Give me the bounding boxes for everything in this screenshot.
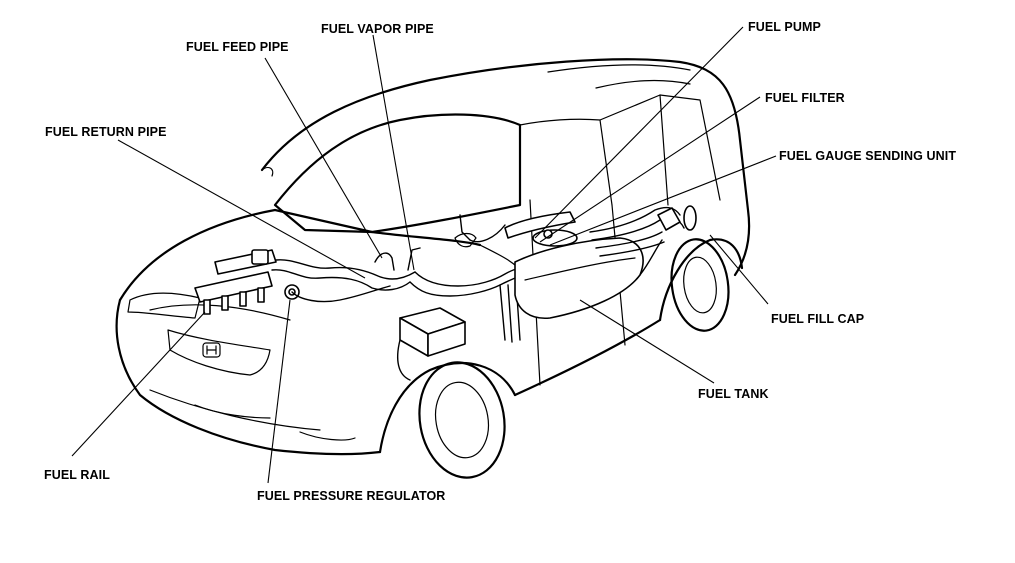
label-fuel-gauge-sending-unit: FUEL GAUGE SENDING UNIT xyxy=(779,149,956,163)
fuel-tank-part xyxy=(504,211,644,320)
callout-labels: FUEL FEED PIPE FUEL VAPOR PIPE FUEL PUMP… xyxy=(44,20,956,503)
fuel-rail-assembly xyxy=(194,249,277,315)
label-fuel-filter: FUEL FILTER xyxy=(765,91,845,105)
leader-lines xyxy=(71,26,777,484)
label-fuel-pressure-regulator: FUEL PRESSURE REGULATOR xyxy=(257,489,445,503)
fuel-fill-cap-part xyxy=(657,205,697,231)
label-fuel-rail: FUEL RAIL xyxy=(44,468,110,482)
label-fuel-return-pipe: FUEL RETURN PIPE xyxy=(45,125,167,139)
evap-canister xyxy=(399,307,466,357)
label-fuel-pump: FUEL PUMP xyxy=(748,20,821,34)
label-fuel-fill-cap: FUEL FILL CAP xyxy=(771,312,864,326)
van-outline xyxy=(115,58,751,479)
label-fuel-tank: FUEL TANK xyxy=(698,387,769,401)
fuel-system-components xyxy=(194,205,697,381)
label-fuel-feed-pipe: FUEL FEED PIPE xyxy=(186,40,289,54)
label-fuel-vapor-pipe: FUEL VAPOR PIPE xyxy=(321,22,434,36)
